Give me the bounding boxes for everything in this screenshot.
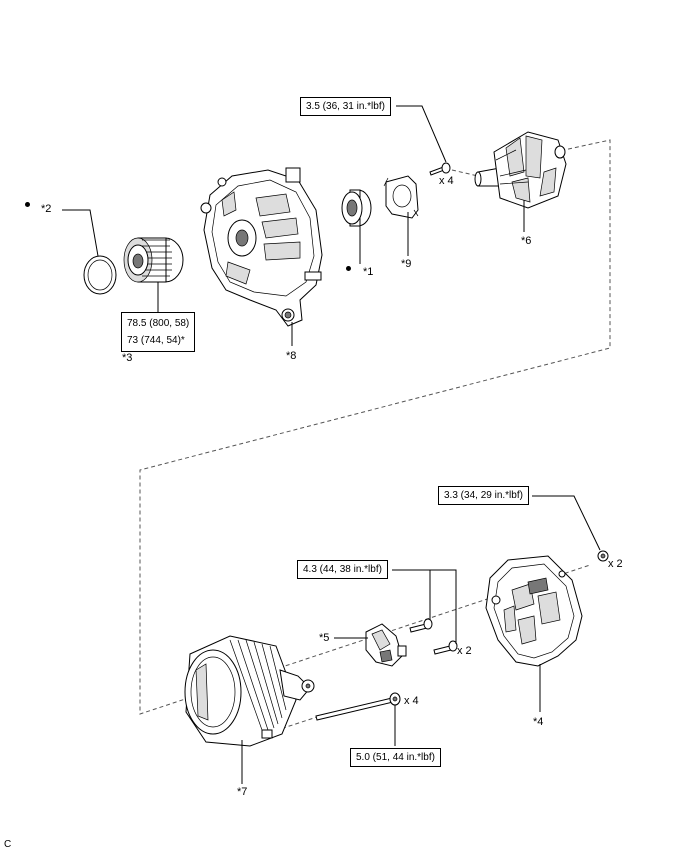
callout-p1: *1 (363, 266, 374, 278)
callout-p3: *3 (122, 352, 133, 364)
regulator-bolts-part (409, 618, 458, 655)
torque-text-brush-holder: 3.5 (36, 31 in.*lbf) (306, 101, 385, 112)
torque-box-regulator: 4.3 (44, 38 in.*lbf) (297, 560, 388, 579)
qty-brush-screws: x 4 (439, 175, 454, 187)
leader-brush-torque (396, 105, 447, 163)
callout-p9: *9 (401, 258, 412, 270)
torque-box-pulley: 78.5 (800, 58) 73 (744, 54)* (121, 312, 196, 352)
torque-text-regulator: 4.3 (44, 38 in.*lbf) (303, 564, 382, 575)
qty-through-bolts: x 4 (404, 695, 419, 707)
leader-rear-torque (532, 495, 601, 551)
torque-box-rear-cover: 3.3 (34, 29 in.*lbf) (438, 486, 529, 505)
corner-code: C (4, 839, 12, 850)
drive-end-frame-part (200, 167, 323, 327)
brush-holder-screw-part (429, 162, 451, 176)
callout-p8: *8 (286, 350, 297, 362)
non-reusable-dot-p1 (346, 266, 351, 271)
through-bolt-part (315, 692, 401, 721)
callout-p2: *2 (41, 203, 52, 215)
qty-regulator-bolts: x 2 (457, 645, 472, 657)
brush-screw-centerline (451, 169, 479, 177)
regulator-part (365, 623, 407, 667)
leader-p2 (62, 209, 99, 257)
callout-p5: *5 (319, 632, 330, 644)
snap-ring-part (83, 255, 117, 295)
torque-box-brush-holder: 3.5 (36, 31 in.*lbf) (300, 97, 391, 116)
rear-end-cover-part (485, 555, 583, 667)
torque-text-pulley-line1: 78.5 (800, 58) (127, 318, 190, 329)
torque-box-through-bolt: 5.0 (51, 44 in.*lbf) (350, 748, 441, 767)
callout-p6: *6 (521, 235, 532, 247)
callout-p7: *7 (237, 786, 248, 798)
rear-cover-nut-part (597, 550, 609, 562)
rotor-part (474, 131, 567, 209)
non-reusable-dot-p2 (25, 202, 30, 207)
torque-text-rear-cover: 3.3 (34, 29 in.*lbf) (444, 490, 523, 501)
bearing-part (341, 189, 372, 227)
leader-regulator-torque (392, 569, 457, 644)
retainer-plate-part (383, 175, 419, 219)
torque-text-pulley-line2: 73 (744, 54)* (127, 335, 185, 346)
pulley-part (123, 237, 184, 283)
stator-part (184, 635, 315, 747)
qty-rear-cover-nuts: x 2 (608, 558, 623, 570)
torque-text-through-bolt: 5.0 (51, 44 in.*lbf) (356, 752, 435, 763)
callout-p4: *4 (533, 716, 544, 728)
